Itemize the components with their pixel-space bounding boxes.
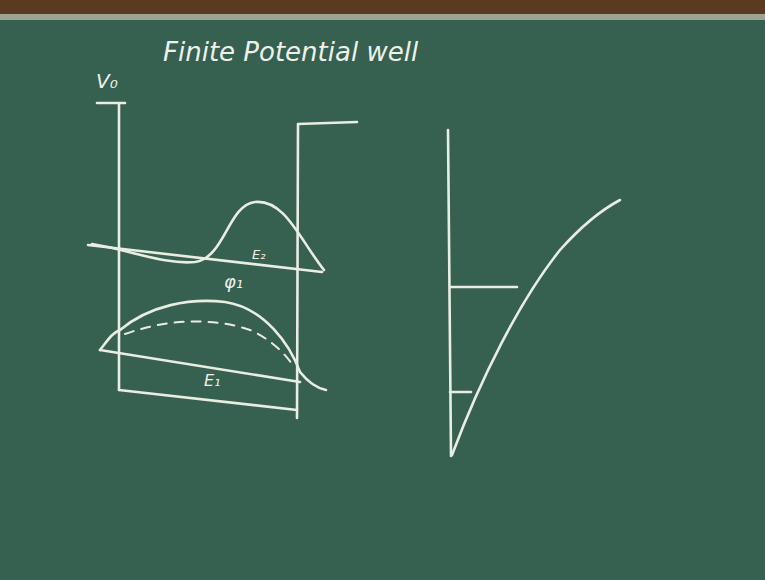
upper-level [450,286,517,289]
potential-label: V₀ [96,70,118,92]
triangular-well-curve [452,200,620,455]
energy-label: E₁ [204,372,221,390]
wavefunction-label: φ₁ [224,272,243,292]
board-frame [0,0,765,14]
well-bottom [119,390,297,410]
left-wall [118,104,121,390]
lower-level [450,391,471,394]
energy-label: E₂ [252,248,265,262]
e2-wavefunction [92,202,324,270]
board-title: Finite Potential well [163,38,418,67]
dashed-curve [125,321,292,364]
board-edge [0,14,765,20]
triangular-well-wall [448,130,451,456]
e1-level [100,350,300,382]
phi1-wavefunction [100,301,326,390]
v0-level [97,102,125,105]
